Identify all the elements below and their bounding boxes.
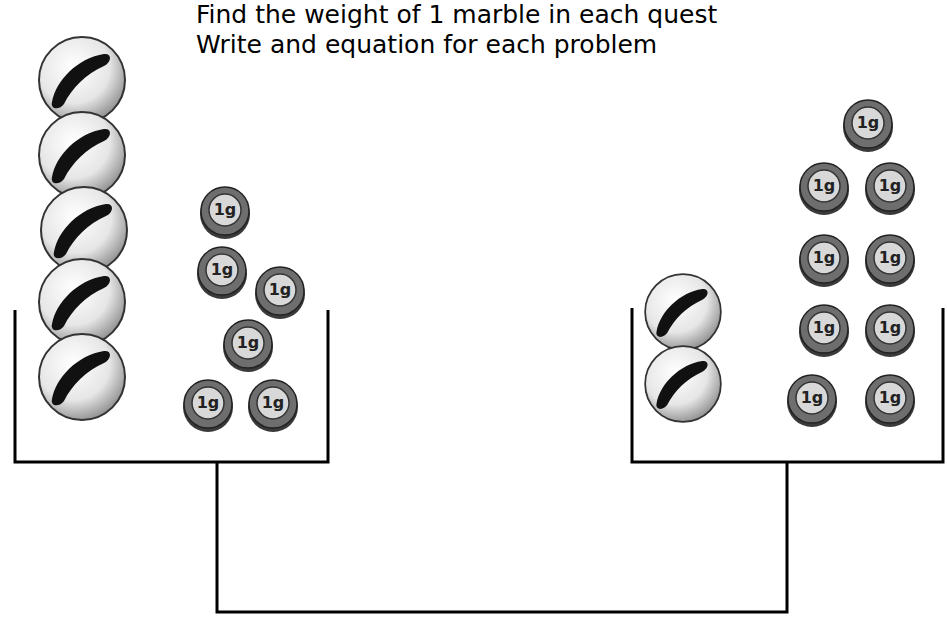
gram-weight: 1g — [863, 233, 917, 287]
gram-weight: 1g — [863, 161, 917, 215]
gram-weight: 1g — [863, 303, 917, 357]
weight-label: 1g — [253, 265, 307, 315]
weight-label: 1g — [797, 233, 851, 283]
gram-weight: 1g — [797, 161, 851, 215]
weight-label: 1g — [181, 378, 235, 428]
gram-weight: 1g — [246, 378, 300, 432]
gram-weight: 1g — [797, 233, 851, 287]
weight-label: 1g — [198, 185, 252, 235]
weight-label: 1g — [785, 373, 839, 423]
gram-weight: 1g — [221, 318, 275, 372]
gram-weight: 1g — [181, 378, 235, 432]
gram-weight: 1g — [863, 373, 917, 427]
gram-weight: 1g — [195, 245, 249, 299]
gram-weight: 1g — [797, 303, 851, 357]
weight-label: 1g — [841, 98, 895, 148]
gram-weight: 1g — [785, 373, 839, 427]
gram-weight: 1g — [841, 98, 895, 152]
weight-label: 1g — [195, 245, 249, 295]
weight-label: 1g — [863, 303, 917, 353]
weight-label: 1g — [246, 378, 300, 428]
gram-weight: 1g — [253, 265, 307, 319]
weight-label: 1g — [221, 318, 275, 368]
weight-label: 1g — [797, 303, 851, 353]
weight-label: 1g — [797, 161, 851, 211]
instruction-text: Write and equation for each problem — [196, 30, 657, 59]
instruction-text: Find the weight of 1 marble in each ques… — [196, 0, 717, 29]
gram-weight: 1g — [198, 185, 252, 239]
weight-label: 1g — [863, 161, 917, 211]
weight-label: 1g — [863, 373, 917, 423]
weight-label: 1g — [863, 233, 917, 283]
